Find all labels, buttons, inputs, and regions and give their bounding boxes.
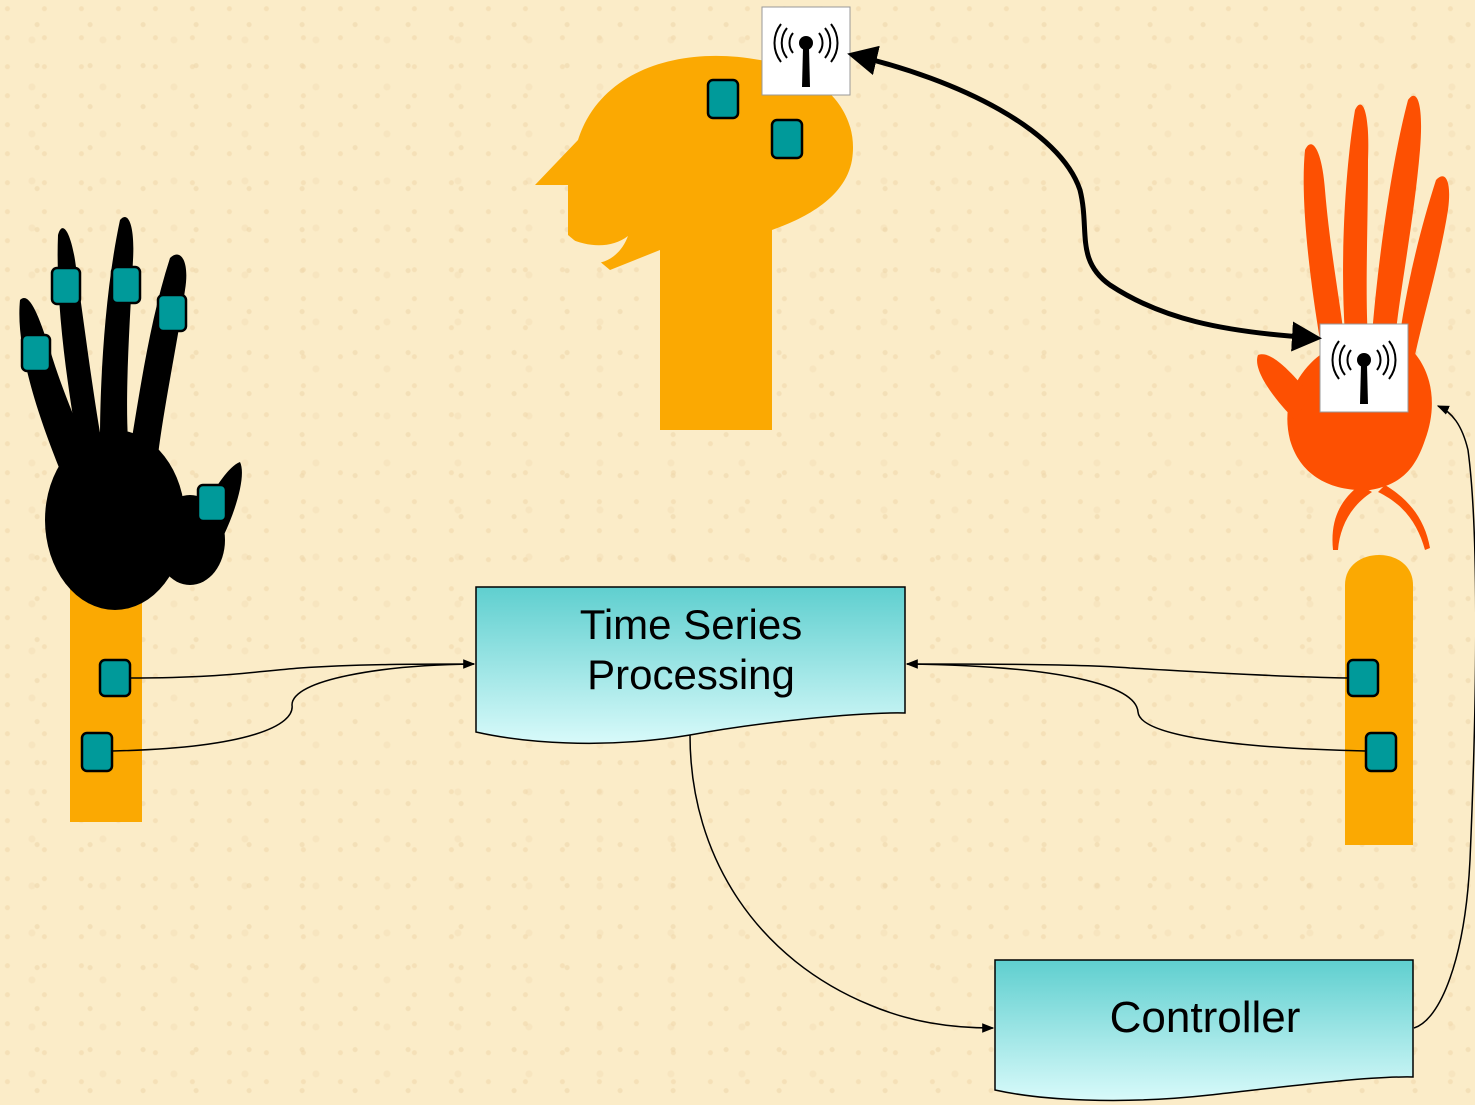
head-hand-wireless-link — [847, 45, 1322, 352]
right-arm-sensor-1 — [1346, 658, 1380, 698]
left-arm-sensor-2 — [80, 731, 114, 773]
head-wireless-icon — [761, 6, 851, 96]
right-sensor1-to-tsp-connector — [905, 659, 1349, 679]
finger-sensor-1 — [20, 333, 52, 373]
left-arm-sensor-1 — [98, 658, 132, 698]
head-sensor-2 — [770, 118, 804, 160]
head-sensor-1 — [706, 78, 740, 120]
human-head — [535, 55, 854, 430]
hand-wireless-icon — [1319, 323, 1409, 413]
thumb-sensor — [196, 483, 228, 523]
left-sensor1-to-tsp-connector — [129, 659, 476, 679]
finger-sensor-4 — [156, 293, 188, 333]
right-arm — [1345, 555, 1413, 845]
robot-hand — [1257, 95, 1450, 550]
time-series-box — [475, 586, 906, 745]
finger-sensor-2 — [50, 266, 82, 306]
right-sensor2-to-tsp-connector — [906, 663, 1367, 752]
left-sensor2-to-tsp-connector — [111, 663, 475, 752]
controller-box — [994, 959, 1414, 1102]
black-hand-sensors — [20, 265, 228, 523]
controller-to-hand-connector — [1413, 405, 1475, 1029]
right-arm-sensor-2 — [1364, 731, 1398, 773]
tsp-to-controller-connector — [689, 734, 995, 1033]
finger-sensor-3 — [110, 265, 142, 305]
